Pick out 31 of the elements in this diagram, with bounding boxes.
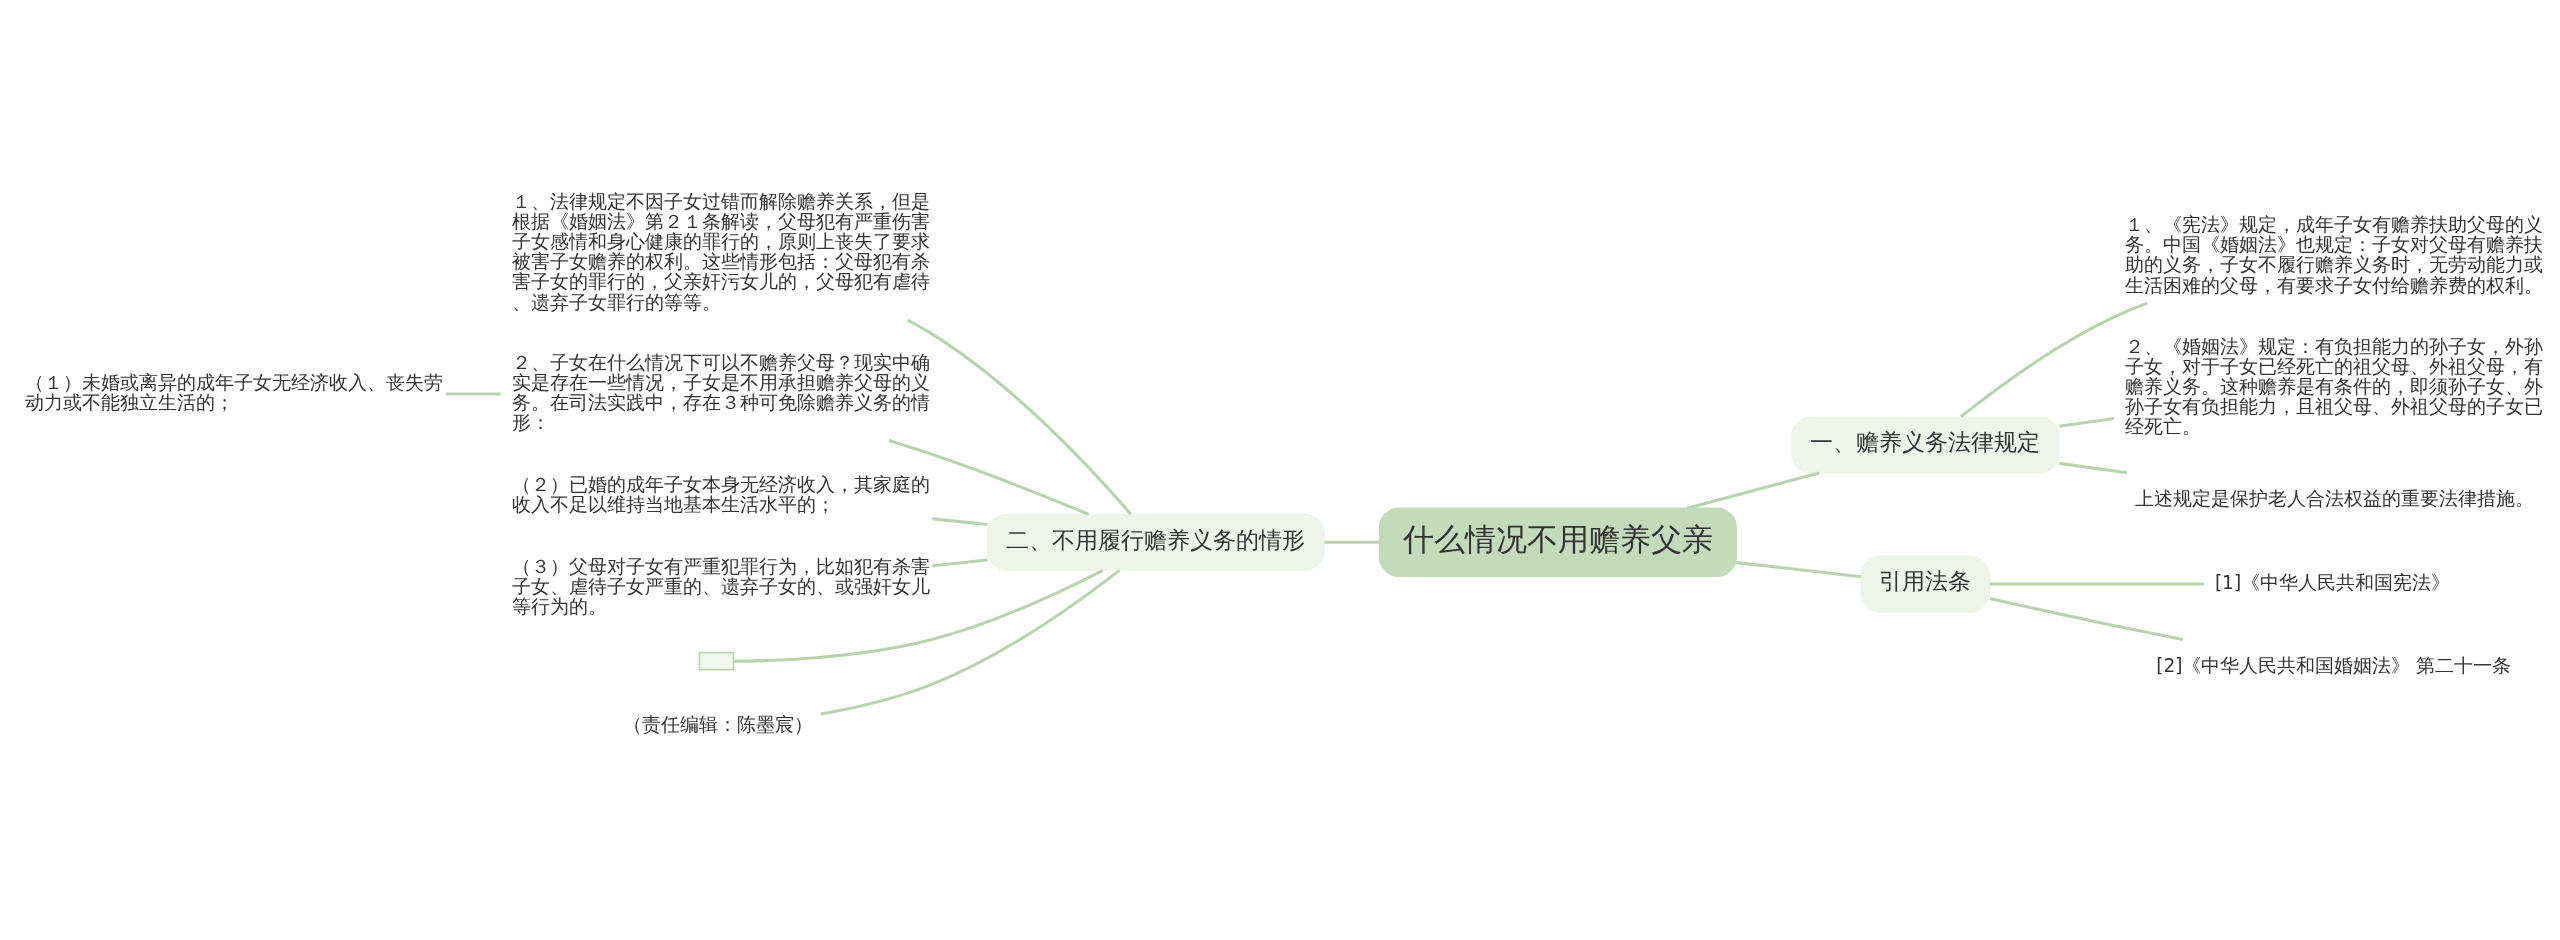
connector — [1736, 560, 1862, 578]
connector — [2059, 461, 2128, 474]
node-box: 什么情况不用赡养父亲 — [1378, 507, 1737, 577]
connector — [932, 516, 988, 526]
connector — [2059, 416, 2115, 428]
node-text: ２、《婚姻法》规定：有负担能力的孙子女，外孙子女，对于子女已经死亡的祖父母、外祖父母，有赡养义务。这种赡养是有条件的，即须孙子女、外孙子女有负担能力，且祖父母、外祖父母的子女已经死亡。 — [2125, 335, 2544, 437]
node-text: （责任编辑：陈墨宸） — [623, 713, 814, 735]
connector — [888, 438, 1090, 516]
connector — [932, 557, 988, 567]
node-text: [1]《中华人民共和国宪法》 — [2214, 571, 2451, 593]
node-box: 二、不用履行赡养义务的情形 — [986, 513, 1325, 571]
connector — [1324, 540, 1380, 544]
node-text: [2]《中华人民共和国婚姻法》 第二十一条 — [2156, 654, 2512, 676]
connector — [1959, 301, 2148, 418]
connector — [733, 568, 1104, 663]
connector — [1989, 596, 2184, 641]
node-box: 引用法条 — [1860, 554, 1991, 613]
node-text: １、法律规定不因子女过错而解除赡养关系，但是根据《婚姻法》第２１条解读，父母犯有严重伤害子女感情和身心健康的罪行的，原则上丧失了要求被害子女赡养的权利。这些情形包括：父母犯有杀害子女的罪行的，父亲奸污女儿的，父母犯有虐待、遗弃子女罪行的等等。 — [511, 190, 930, 313]
node-box: 一、赡养义务法律规定 — [1791, 415, 2060, 474]
node-text: （１）未婚或离异的成年子女无经济收入、丧失劳动力或不能独立生活的； — [25, 371, 444, 413]
node-text: （２）已婚的成年子女本身无经济收入，其家庭的收入不足以维持当地基本生活水平的； — [511, 473, 930, 515]
connector — [445, 392, 501, 396]
node-text: （３）父母对子女有严重犯罪行为，比如犯有杀害子女、虐待子女严重的、遗弃子女的、或强奸女儿等行为的。 — [511, 555, 930, 617]
connector — [1686, 470, 1820, 510]
node-box — [698, 651, 735, 670]
node-text: １、《宪法》规定，成年子女有赡养扶助父母的义务。中国《婚姻法》也规定：子女对父母有赡养扶助的义务，子女不履行赡养义务时，无劳动能力或生活困难的父母，有要求子女付给赡养费的权利。 — [2125, 213, 2544, 296]
connector — [820, 568, 1121, 716]
connector — [907, 318, 1133, 515]
connector — [1989, 581, 2204, 586]
node-text: 上述规定是保护老人合法权益的重要法律措施。 — [2134, 487, 2534, 509]
node-text: ２、子女在什么情况下可以不赡养父母？现实中确实是存在一些情况，子女是不用承担赡养父母的义务。在司法实践中，存在３种可免除赡养义务的情形： — [511, 351, 930, 433]
